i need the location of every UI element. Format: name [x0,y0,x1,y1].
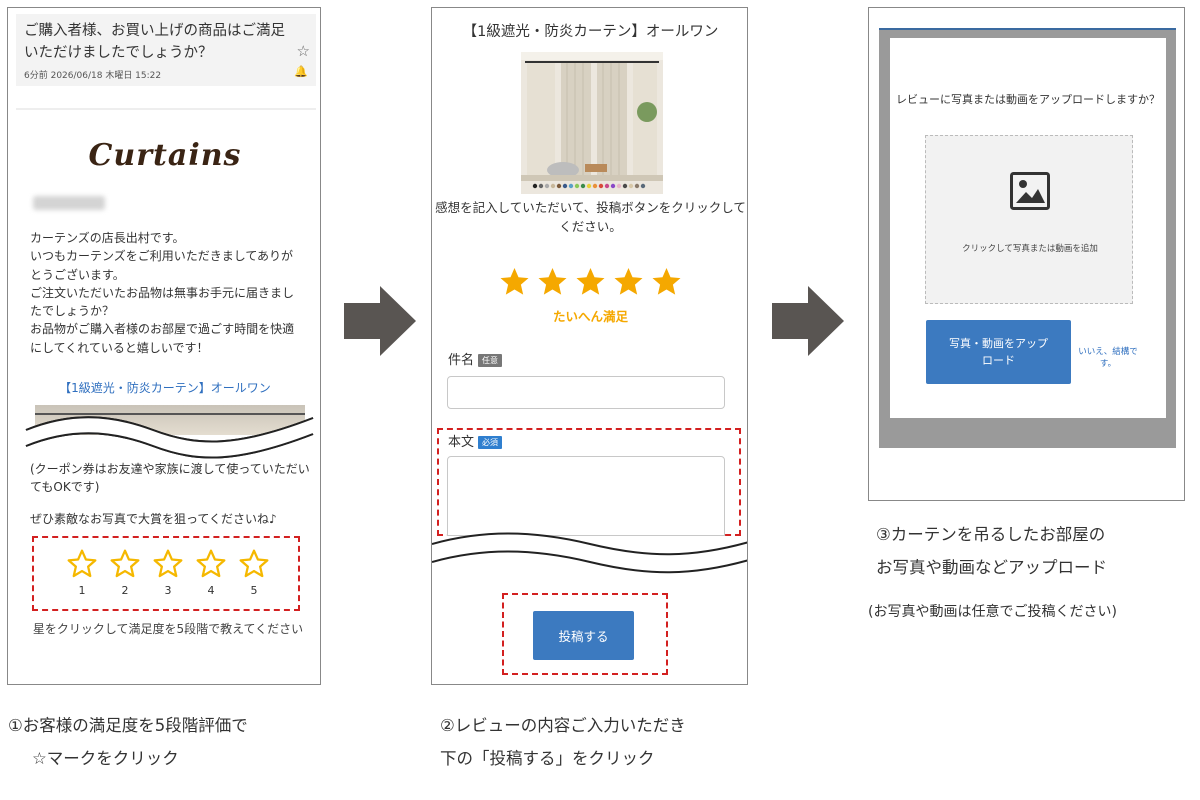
coupon-note: (クーポン券はお友達や家族に渡して使っていただいてもOKです) [30,462,310,495]
rating-star-4[interactable]: 4 [191,548,231,597]
star-filled-icon [576,268,605,295]
step2-caption-line1: ②レビューの内容ご入力いただき [440,716,686,735]
drop-zone-text: クリックして写真または動画を追加 [962,244,1098,254]
email-screen: ご購入者様、お買い上げの商品はご満足いただけましたでしょうか？ ☆ 6分前 20… [7,7,321,685]
upload-screen: レビューに写真または動画をアップロードしますか？ クリックして写真または動画を追… [868,7,1185,501]
arrow-right-icon [344,286,416,356]
rating-instruction: 星をクリックして満足度を5段階で教えてください [32,622,304,636]
image-icon [1010,172,1050,210]
step2-caption: ②レビューの内容ご入力いただき 下の「投稿する」をクリック [440,709,686,775]
star-rating-row: 1 2 3 4 5 [62,548,282,608]
upload-dialog: レビューに写真または動画をアップロードしますか？ クリックして写真または動画を追… [890,38,1166,418]
review-instruction: 感想を記入していただいて、投稿ボタンをクリックしてください。 [435,200,746,234]
step1-caption-line1: ①お客様の満足度を5段階評価で [8,716,248,735]
step3-note: (お写真や動画は任意でご投稿ください) [868,604,1117,620]
mail-date: 6分前 2026/06/18 木曜日 15:22 [24,71,162,81]
step1-caption-line2: ☆マークをクリック [32,749,179,768]
star-filled-icon [614,268,643,295]
review-form-screen: 【1級遮光・防炎カーテン】オールワン 感想を記入していただいて、投稿ボタンをクリ… [431,7,748,685]
selected-rating-stars[interactable] [498,266,683,302]
mail-body: カーテンズの店長出村です。 いつもカーテンズをご利用いただきましてありがとうござ… [30,229,305,357]
upload-button[interactable]: 写真・動画をアップロード [926,320,1071,384]
star-filled-icon [538,268,567,295]
star-filled-icon [500,268,529,295]
step3-caption: ③カーテンを吊るしたお部屋の お写真や動画などアップロード [876,518,1107,584]
star-outline-icon [239,549,269,578]
body-textarea[interactable] [447,456,725,536]
cut-wave-icon [432,532,747,574]
rating-star-number: 4 [207,584,215,597]
rating-star-number: 5 [250,584,258,597]
divider [16,108,316,110]
bell-icon[interactable]: 🔔 [294,65,308,78]
submit-button[interactable]: 投稿する [533,611,634,660]
media-drop-zone[interactable]: クリックして写真または動画を追加 [925,135,1133,304]
top-bar [879,28,1176,30]
rating-star-number: 2 [121,584,129,597]
star-outline-icon [110,549,140,578]
optional-badge: 任意 [478,354,503,367]
blurred-recipient-name [33,196,105,210]
subject-label-text: 件名 [448,353,475,368]
curtain-photo-icon [521,52,663,194]
highlight-star-rating [32,536,300,611]
body-label-text: 本文 [448,435,475,450]
star-outline-icon[interactable]: ☆ [296,42,310,60]
star-outline-icon [196,549,226,578]
subject-field-label: 件名任意 [448,349,503,368]
highlight-submit-button [502,593,668,675]
arrow-right-icon [772,286,844,356]
brand-logo: Curtains [88,138,242,173]
rating-star-2[interactable]: 2 [105,548,145,597]
star-outline-icon [67,549,97,578]
product-title: 【1級遮光・防炎カーテン】オールワン [462,24,719,40]
star-filled-icon [652,268,681,295]
cut-wave-icon [25,416,314,459]
required-badge: 必須 [478,436,503,449]
product-image [521,52,663,194]
rating-star-5[interactable]: 5 [234,548,274,597]
star-outline-icon [153,549,183,578]
rating-star-1[interactable]: 1 [62,548,102,597]
upload-button-label: 写真・動画をアップロード [949,337,1048,367]
body-field-label: 本文必須 [448,431,503,450]
rating-star-3[interactable]: 3 [148,548,188,597]
rating-star-number: 1 [78,584,86,597]
rating-star-number: 3 [164,584,172,597]
mail-subject: ご購入者様、お買い上げの商品はご満足いただけましたでしょうか？ [24,23,285,61]
upload-question: レビューに写真または動画をアップロードしますか？ [896,93,1160,106]
photo-prize-text: ぜひ素敵なお写真で大賞を狙ってくださいね♪ [30,512,277,526]
product-link[interactable]: 【1級遮光・防炎カーテン】オールワン [59,381,271,395]
step1-caption: ①お客様の満足度を5段階評価で ☆マークをクリック [8,709,248,775]
subject-input[interactable] [447,376,725,409]
step2-caption-line2: 下の「投稿する」をクリック [440,749,655,768]
step3-caption-line2: お写真や動画などアップロード [876,558,1107,577]
step3-caption-line1: ③カーテンを吊るしたお部屋の [876,525,1106,544]
mail-header: ご購入者様、お買い上げの商品はご満足いただけましたでしょうか？ ☆ 6分前 20… [16,14,316,86]
mail-body-text: カーテンズの店長出村です。 いつもカーテンズをご利用いただきましてありがとうござ… [30,231,295,355]
rating-label: たいへん満足 [552,309,628,324]
decline-upload-link[interactable]: いいえ、結構です。 [1078,347,1138,369]
